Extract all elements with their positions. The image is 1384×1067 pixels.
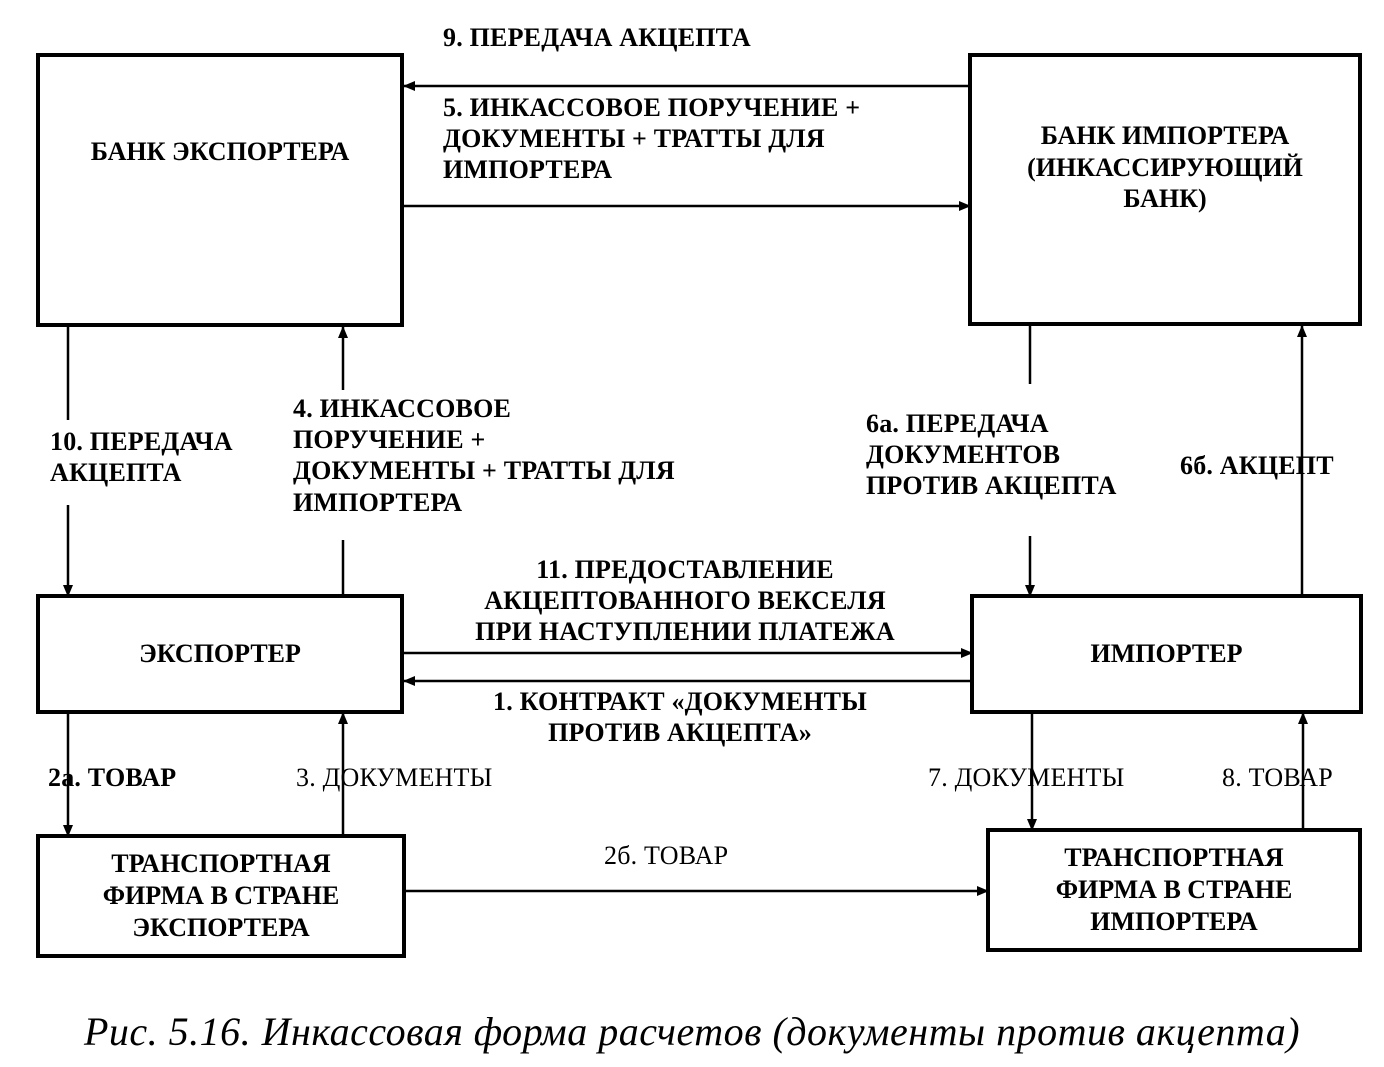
step-6b-label: 6б. АКЦЕПТ xyxy=(1180,451,1334,480)
step-6a-label: 6а. ПЕРЕДАЧА ДОКУМЕНТОВ ПРОТИВ АКЦЕПТА xyxy=(866,409,1117,501)
transport-exporter-label: ТРАНСПОРТНАЯ ФИРМА В СТРАНЕ ЭКСПОРТЕРА xyxy=(102,849,340,942)
transport-exporter-box: ТРАНСПОРТНАЯ ФИРМА В СТРАНЕ ЭКСПОРТЕРА xyxy=(36,834,406,958)
step-7-label: 7. ДОКУМЕНТЫ xyxy=(928,763,1125,792)
importer-box: ИМПОРТЕР xyxy=(970,594,1363,714)
transport-importer-box: ТРАНСПОРТНАЯ ФИРМА В СТРАНЕ ИМПОРТЕРА xyxy=(986,828,1362,952)
importer-bank-box: БАНК ИМПОРТЕРА (ИНКАССИРУЮЩИЙ БАНК) xyxy=(968,53,1362,326)
exporter-bank-label: БАНК ЭКСПОРТЕРА xyxy=(90,137,350,167)
step-10-label: 10. ПЕРЕДАЧА АКЦЕПТА xyxy=(50,427,233,488)
figure-caption: Рис. 5.16. Инкассовая форма расчетов (до… xyxy=(83,1009,1301,1054)
step-1-label: 1. КОНТРАКТ «ДОКУМЕНТЫ ПРОТИВ АКЦЕПТА» xyxy=(493,687,867,748)
step-11-label: 11. ПРЕДОСТАВЛЕНИЕ АКЦЕПТОВАННОГО ВЕКСЕЛ… xyxy=(475,555,895,647)
importer-bank-label: БАНК ИМПОРТЕРА (ИНКАССИРУЮЩИЙ БАНК) xyxy=(1027,120,1303,214)
step-5-label: 5. ИНКАССОВОЕ ПОРУЧЕНИЕ + ДОКУМЕНТЫ + ТР… xyxy=(443,93,861,185)
importer-label: ИМПОРТЕР xyxy=(1090,639,1243,669)
exporter-bank-box: БАНК ЭКСПОРТЕРА xyxy=(36,53,404,327)
step-2a-label: 2а. ТОВАР xyxy=(48,763,177,792)
step-4-label: 4. ИНКАССОВОЕ ПОРУЧЕНИЕ + ДОКУМЕНТЫ + ТР… xyxy=(293,394,675,517)
step-9-label: 9. ПЕРЕДАЧА АКЦЕПТА xyxy=(443,23,751,52)
exporter-box: ЭКСПОРТЕР xyxy=(36,594,404,714)
step-2b-label: 2б. ТОВАР xyxy=(604,841,729,870)
step-8-label: 8. ТОВАР xyxy=(1222,763,1333,792)
transport-importer-label: ТРАНСПОРТНАЯ ФИРМА В СТРАНЕ ИМПОРТЕРА xyxy=(1055,843,1293,936)
exporter-label: ЭКСПОРТЕР xyxy=(139,639,301,669)
step-3-label: 3. ДОКУМЕНТЫ xyxy=(296,763,493,792)
